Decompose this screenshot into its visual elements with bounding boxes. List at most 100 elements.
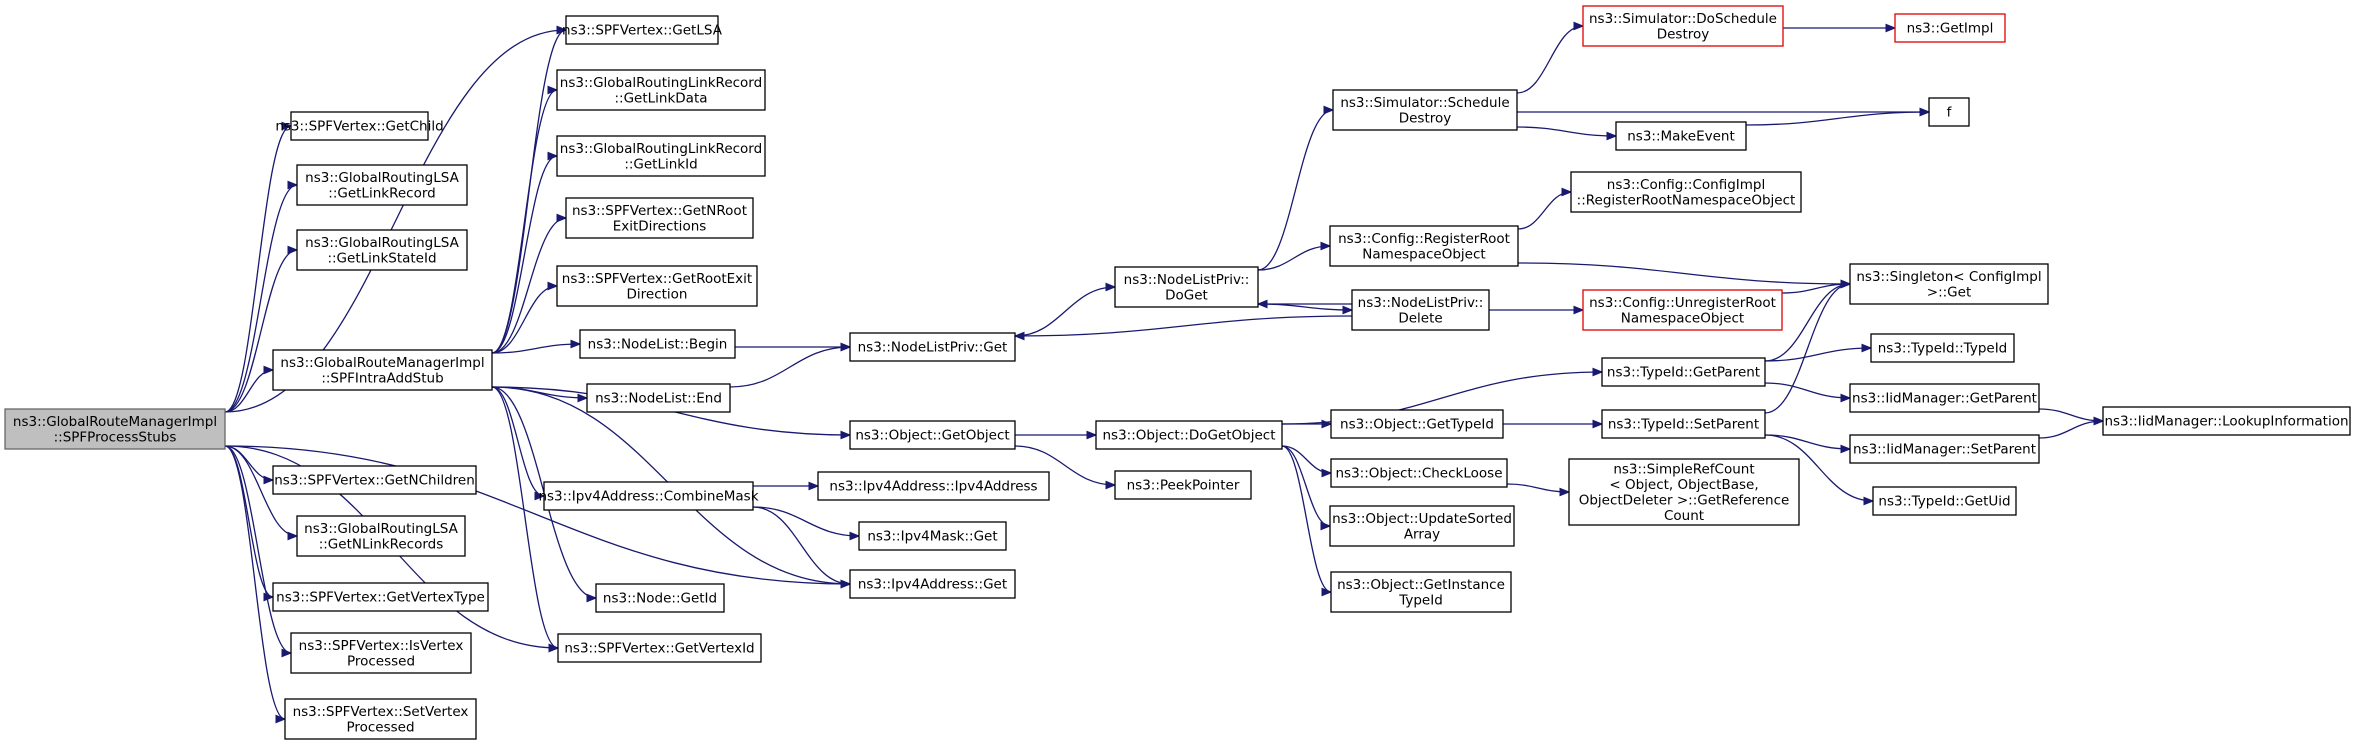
node-obj-dogetobject[interactable]: ns3::Object::DoGetObject (1095, 420, 1283, 450)
node-label: ns3::GlobalRoutingLSA (304, 521, 458, 537)
node-box (595, 583, 725, 613)
node-glr-id[interactable]: ns3::GlobalRoutingLinkRecord::GetLinkId (556, 135, 766, 177)
node-cfg-unregister[interactable]: ns3::Config::UnregisterRootNamespaceObje… (1582, 289, 1783, 331)
node-label: Destroy (1399, 110, 1452, 126)
node-label: ns3::SPFVertex::GetRootExit (562, 271, 752, 287)
node-box (1332, 89, 1518, 131)
node-glsa-linkrec[interactable]: ns3::GlobalRoutingLSA::GetLinkRecord (296, 164, 468, 206)
node-box (1601, 357, 1766, 387)
node-iid-setparent[interactable]: ns3::IidManager::SetParent (1849, 434, 2040, 464)
node-iid-lookup[interactable]: ns3::IidManager::LookupInformation (2102, 406, 2351, 436)
node-label: ns3::GlobalRoutingLinkRecord (560, 75, 762, 91)
arrowhead-icon (1323, 105, 1335, 115)
node-label: ns3::SPFVertex::IsVertex (299, 638, 464, 654)
node-ipv4-ctor[interactable]: ns3::Ipv4Address::Ipv4Address (817, 471, 1050, 501)
node-nl-end[interactable]: ns3::NodeList::End (586, 383, 731, 413)
node-obj-checkloose[interactable]: ns3::Object::CheckLoose (1330, 458, 1508, 488)
node-box (1330, 571, 1512, 613)
node-intraadd[interactable]: ns3::GlobalRouteManagerImpl::SPFIntraAdd… (272, 349, 493, 391)
node-getimpl[interactable]: ns3::GetImpl (1894, 13, 2006, 43)
node-f[interactable]: f (1928, 97, 1970, 127)
arrowhead-icon (2093, 416, 2105, 426)
edge-nlp-delete-to-cfg-unregister (1489, 305, 1585, 315)
edge-typeid-getparent-to-iid-getparent (1764, 382, 1852, 403)
node-box (1329, 225, 1519, 267)
node-peekpointer[interactable]: ns3::PeekPointer (1114, 470, 1252, 500)
node-obj-getobject[interactable]: ns3::Object::GetObject (849, 420, 1016, 450)
arrowhead-icon (556, 213, 568, 223)
node-nlp-get[interactable]: ns3::NodeListPriv::Get (849, 332, 1016, 362)
node-typeid-getparent[interactable]: ns3::TypeId::GetParent (1601, 357, 1766, 387)
node-makeevent[interactable]: ns3::MakeEvent (1615, 121, 1747, 151)
node-iid-getparent[interactable]: ns3::IidManager::GetParent (1849, 383, 2040, 413)
edge-root-to-getvtype (224, 445, 275, 602)
node-label: ::RegisterRootNamespaceObject (1577, 192, 1796, 208)
node-singleton[interactable]: ns3::Singleton< ConfigImpl>::Get (1849, 263, 2049, 305)
edge-intraadd-to-glr-id (491, 151, 559, 354)
arrowhead-icon (547, 281, 559, 291)
node-typeid-getuid[interactable]: ns3::TypeId::GetUid (1872, 486, 2017, 516)
node-getlsa[interactable]: ns3::SPFVertex::GetLSA (562, 15, 723, 45)
arrowhead-icon (1320, 241, 1332, 251)
node-glr-data[interactable]: ns3::GlobalRoutingLinkRecord::GetLinkDat… (556, 69, 766, 111)
node-box (565, 197, 754, 239)
node-label: ns3::Config::UnregisterRoot (1589, 295, 1776, 311)
node-obj-gettypeid[interactable]: ns3::Object::GetTypeId (1330, 409, 1504, 439)
arrowhead-icon (281, 121, 293, 131)
edge-iid-setparent-to-iid-lookup (2038, 416, 2105, 439)
arrowhead-icon (1321, 468, 1333, 478)
node-label: ns3::Ipv4Address::CombineMask (538, 489, 758, 505)
node-typeid-setparent[interactable]: ns3::TypeId::SetParent (1601, 409, 1766, 439)
node-label: ::GetLinkData (614, 90, 707, 106)
arrowhead-icon (1840, 393, 1852, 403)
node-combinemask[interactable]: ns3::Ipv4Address::CombineMask (538, 481, 759, 511)
node-label: ObjectDeleter >::GetReference (1579, 492, 1790, 508)
node-cfg-register[interactable]: ns3::Config::RegisterRootNamespaceObject (1329, 225, 1519, 267)
node-glsa-lsid[interactable]: ns3::GlobalRoutingLSA::GetLinkStateId (296, 229, 468, 271)
node-box (556, 135, 766, 177)
node-refcount[interactable]: ns3::SimpleRefCount< Object, ObjectBase,… (1568, 458, 1800, 526)
node-nlp-doget[interactable]: ns3::NodeListPriv::DoGet (1114, 266, 1259, 308)
node-getvertexid[interactable]: ns3::SPFVertex::GetVertexId (557, 633, 762, 663)
edge-line (491, 386, 545, 497)
node-label: Direction (627, 286, 688, 302)
arrowhead-icon (1321, 587, 1333, 597)
node-label: TypeId (1398, 592, 1443, 608)
node-label: ns3::SPFVertex::GetVertexId (564, 641, 754, 657)
edge-root-to-setvproc (224, 445, 287, 724)
node-nl-begin[interactable]: ns3::NodeList::Begin (579, 329, 736, 359)
node-box (272, 465, 477, 495)
node-getnchildren[interactable]: ns3::SPFVertex::GetNChildren (272, 465, 477, 495)
edge-line (1257, 245, 1331, 271)
node-nlp-delete[interactable]: ns3::NodeListPriv::Delete (1351, 289, 1490, 331)
edge-intraadd-to-glr-data (491, 85, 559, 354)
node-cfgimpl-register[interactable]: ns3::Config::ConfigImpl::RegisterRootNam… (1570, 171, 1802, 213)
node-box (1872, 486, 2017, 516)
node-glsa-nlink[interactable]: ns3::GlobalRoutingLSA::GetNLinkRecords (296, 515, 466, 557)
arrowhead-icon (586, 593, 598, 603)
edge-line (1764, 434, 1874, 502)
node-ipv4mask-get[interactable]: ns3::Ipv4Mask::Get (858, 521, 1007, 551)
node-label: Delete (1398, 310, 1442, 326)
arrowhead-icon (1561, 187, 1573, 197)
node-label: ns3::Config::ConfigImpl (1607, 177, 1765, 193)
node-box (849, 569, 1016, 599)
arrowhead-icon (287, 531, 299, 541)
node-node-getid[interactable]: ns3::Node::GetId (595, 583, 725, 613)
arrowhead-icon (287, 180, 299, 190)
node-label: ns3::IidManager::GetParent (1852, 391, 2037, 407)
node-label: ns3::IidManager::SetParent (1853, 442, 2036, 458)
node-getvtype[interactable]: ns3::SPFVertex::GetVertexType (272, 582, 489, 612)
node-getchild[interactable]: ns3::SPFVertex::GetChild (275, 111, 444, 141)
node-typeid-ctor[interactable]: ns3::TypeId::TypeId (1870, 333, 2015, 363)
node-ipv4-get[interactable]: ns3::Ipv4Address::Get (849, 569, 1016, 599)
